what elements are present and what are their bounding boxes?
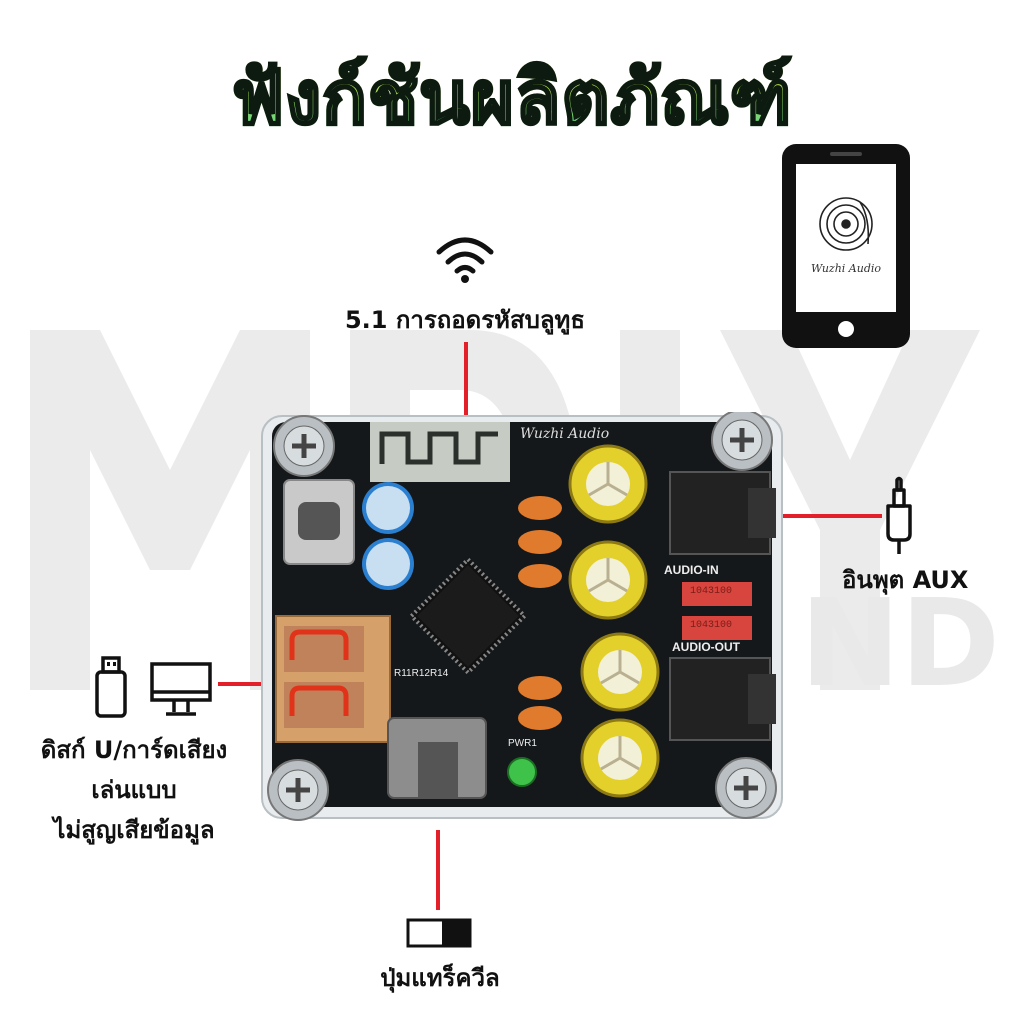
corner-screws — [267, 412, 777, 821]
audio-jack-icon — [886, 476, 912, 554]
toggle-switch-icon — [406, 918, 472, 948]
usb-drive-icon — [95, 656, 127, 718]
usb-pointer-line — [218, 682, 298, 686]
switch-label: ปุ่มแทร็ควีล — [380, 964, 500, 992]
film-cap-1-label: 1043100 — [690, 586, 733, 597]
vinyl-record-icon — [819, 197, 873, 251]
usb-label-line2: เล่นแบบ — [91, 776, 177, 804]
wifi-signal-icon — [436, 237, 494, 283]
page-title: ฟังก์ชันผลิตภัณฑ์ — [0, 38, 1024, 156]
aux-label: อินพุต AUX — [842, 566, 969, 594]
resistor-label: R11R12R14 — [394, 668, 449, 679]
film-cap-2-label: 1043100 — [690, 620, 733, 631]
svg-text:ND: ND — [800, 575, 1000, 714]
bluetooth-label: 5.1 การถอดรหัสบลูทูธ — [344, 306, 586, 334]
usb-label-line3: ไม่สูญเสียข้อมูล — [53, 816, 215, 844]
switch-pointer-line — [436, 830, 440, 910]
circuit-board — [261, 412, 783, 821]
usb-label: ดิสก์ U/การ์ดเสียง เล่นแบบ ไม่สูญเสียข้อ… — [14, 730, 254, 850]
phone-brand: Wuzhi Audio — [810, 262, 882, 275]
usb-label-line1: ดิสก์ U/การ์ดเสียง — [40, 736, 228, 764]
phone-icon — [782, 144, 910, 348]
audio-in-label: AUDIO-IN — [664, 563, 719, 577]
board-brand: Wuzhi Audio — [520, 426, 610, 442]
aux-pointer-line — [764, 514, 882, 518]
pwr-label: PWR1 — [508, 738, 537, 749]
monitor-icon — [150, 662, 212, 716]
audio-out-label: AUDIO-OUT — [672, 640, 740, 654]
